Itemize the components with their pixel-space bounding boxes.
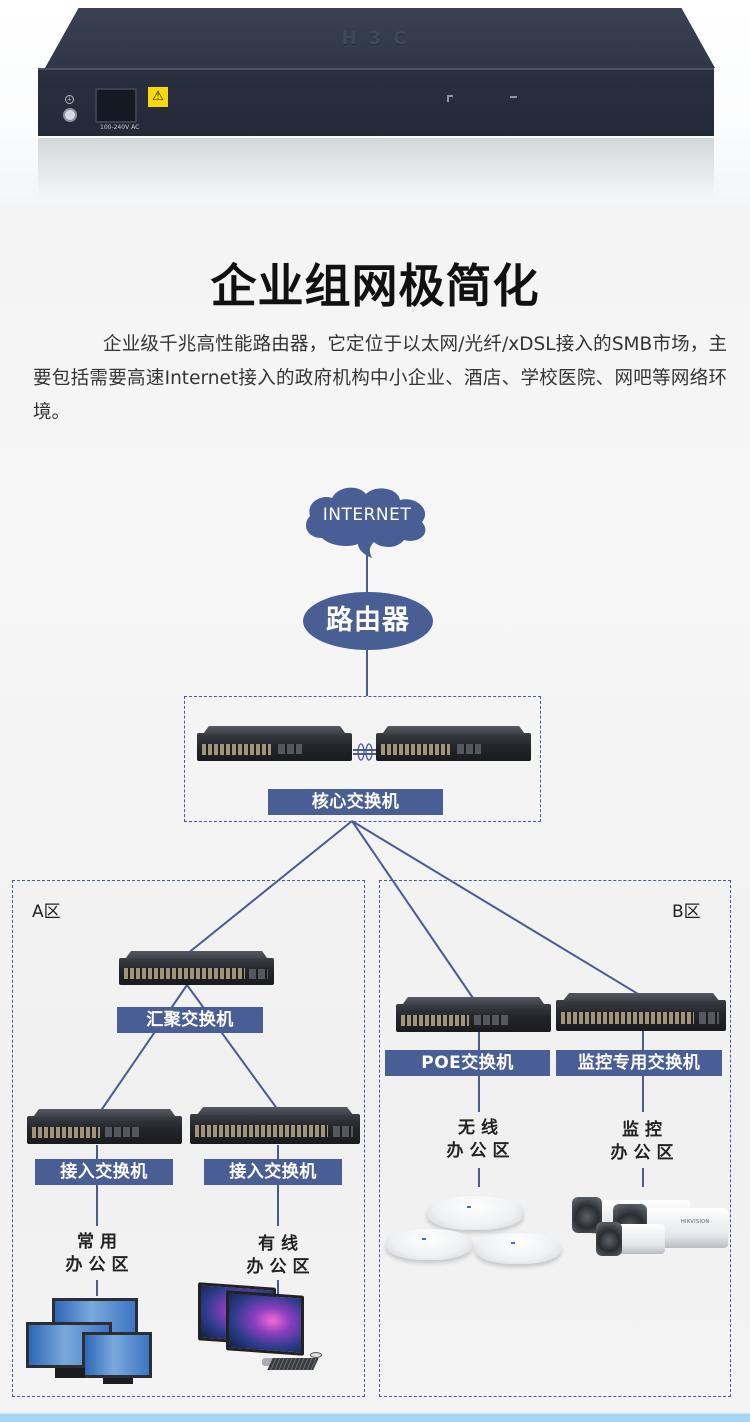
monitor-stand <box>55 1368 85 1378</box>
internet-label: INTERNET <box>322 505 412 525</box>
link-core-monitor-switch <box>351 820 644 998</box>
area-common-office-line1: 常用 <box>77 1232 123 1252</box>
area-wired-office-line1: 有线 <box>258 1234 304 1254</box>
area-common-office-line2: 办公区 <box>65 1255 135 1275</box>
link-aggregation-access-left <box>99 984 188 1113</box>
monitor-stand <box>103 1378 133 1384</box>
aggregation-switch-label: 汇聚交换机 <box>117 1007 263 1033</box>
zone-a-label: A区 <box>32 902 61 922</box>
area-wired-office: 有线 办公区 <box>228 1233 328 1279</box>
aggregation-switch-device <box>119 951 274 985</box>
router-chassis-top <box>45 8 715 68</box>
area-wireless-office: 无线 办公区 <box>428 1117 528 1163</box>
ground-screw-icon <box>63 108 77 122</box>
monitor-icon <box>82 1332 152 1378</box>
all-in-one-pc-icon <box>226 1290 304 1356</box>
intro-paragraph: 企业级千兆高性能路由器，它定位于以太网/光纤/xDSL接入的SMB市场，主要包括… <box>33 334 727 423</box>
ground-icon: ⏚ <box>65 95 74 104</box>
link-aggregation-access-right <box>186 984 279 1111</box>
indicator-mark <box>447 95 449 102</box>
poe-switch-label: POE交换机 <box>385 1050 550 1076</box>
internet-cloud-icon <box>306 487 426 558</box>
indicator-mark <box>510 96 517 98</box>
indicator-mark <box>447 95 453 97</box>
access-switch-left-device <box>27 1109 182 1144</box>
camera-lens-icon <box>596 1222 622 1256</box>
wireless-ap-icon <box>427 1196 523 1230</box>
router-reflection <box>38 138 714 198</box>
access-switch-left-label: 接入交换机 <box>35 1159 173 1185</box>
core-switch-device-2 <box>376 726 531 761</box>
keyboard-icon <box>267 1358 319 1370</box>
zone-b-label: B区 <box>672 902 701 922</box>
router-node: 路由器 <box>303 592 433 650</box>
poe-switch-device <box>396 997 551 1032</box>
access-switch-right-device <box>190 1107 360 1144</box>
power-socket-icon <box>95 88 137 123</box>
wireless-ap-icon <box>386 1229 472 1260</box>
area-monitor-office-line1: 监控 <box>622 1120 668 1140</box>
brand-logo: H3C <box>341 28 419 49</box>
area-wireless-office-line2: 办公区 <box>446 1141 516 1161</box>
area-monitor-office: 监控 办公区 <box>592 1119 692 1165</box>
monitor-switch-label: 监控专用交换机 <box>556 1050 722 1076</box>
monitor-switch-device <box>556 993 726 1031</box>
footer-bar <box>0 1413 750 1422</box>
access-switch-right-label: 接入交换机 <box>204 1159 342 1185</box>
core-switch-label: 核心交换机 <box>268 789 443 815</box>
hero-product-image: H3C ⏚ 100-240V AC ⚠ <box>0 0 750 205</box>
warning-icon: ⚠ <box>148 87 168 107</box>
page-title: 企业组网极简化 <box>210 259 540 313</box>
camera-brand: HIKVISION <box>681 1219 710 1225</box>
area-wireless-office-line1: 无线 <box>458 1118 504 1138</box>
core-switch-device-1 <box>197 726 352 761</box>
power-label: 100-240V AC <box>100 124 140 131</box>
link-core-poe <box>351 820 476 1002</box>
link-core-aggregation <box>186 820 353 955</box>
stack-ring <box>357 743 365 761</box>
zone-b-box <box>379 880 731 1397</box>
mouse-icon <box>310 1352 322 1358</box>
area-monitor-office-line2: 办公区 <box>610 1143 680 1163</box>
stack-ring <box>365 743 373 761</box>
area-common-office: 常用 办公区 <box>47 1231 147 1277</box>
wireless-ap-icon <box>475 1233 561 1264</box>
core-switch-group <box>184 696 541 822</box>
zone-a-box <box>12 880 365 1397</box>
area-wired-office-line2: 办公区 <box>246 1257 316 1277</box>
